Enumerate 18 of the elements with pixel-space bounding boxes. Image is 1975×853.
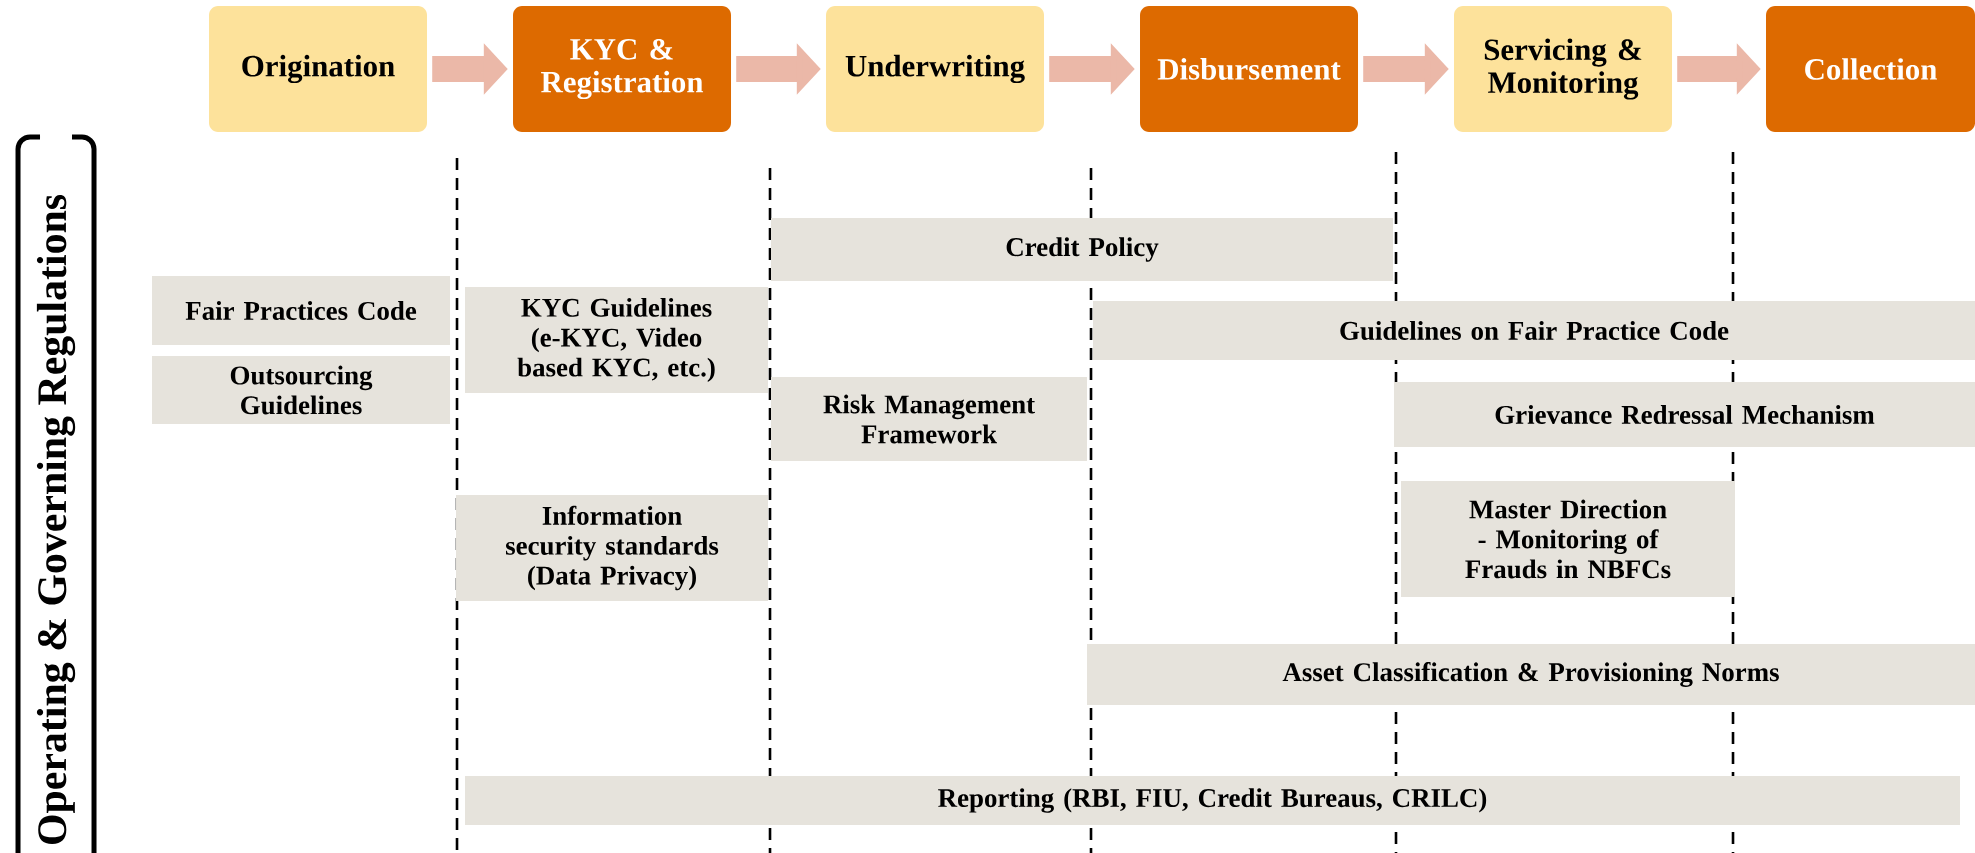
stage-box: Servicing & Monitoring bbox=[1454, 6, 1672, 132]
regulation-box: Reporting (RBI, FIU, Credit Bureaus, CRILC) bbox=[465, 776, 1960, 825]
regulation-box: Grievance Redressal Mechanism bbox=[1394, 382, 1975, 447]
side-heading: Operating & Governing Regulations bbox=[36, 194, 76, 844]
regulation-box: Guidelines on Fair Practice Code bbox=[1093, 301, 1975, 360]
stage-box: Collection bbox=[1766, 6, 1975, 132]
regulation-box: Fair Practices Code bbox=[152, 276, 450, 345]
stage-box: Underwriting bbox=[826, 6, 1044, 132]
stage-box: KYC & Registration bbox=[513, 6, 731, 132]
regulation-box: Risk Management Framework bbox=[771, 377, 1087, 461]
regulation-box: Outsourcing Guidelines bbox=[152, 356, 450, 424]
regulation-box: Credit Policy bbox=[771, 218, 1393, 281]
regulation-box: Asset Classification & Provisioning Norms bbox=[1087, 644, 1975, 705]
stage-box: Origination bbox=[209, 6, 427, 132]
regulation-box: Information security standards (Data Privacy) bbox=[456, 495, 768, 601]
regulation-box: KYC Guidelines (e-KYC, Video based KYC, etc.) bbox=[465, 287, 768, 393]
regulation-box: Master Direction - Monitoring of Frauds in NBFCs bbox=[1401, 481, 1735, 597]
stage-box: Disbursement bbox=[1140, 6, 1358, 132]
